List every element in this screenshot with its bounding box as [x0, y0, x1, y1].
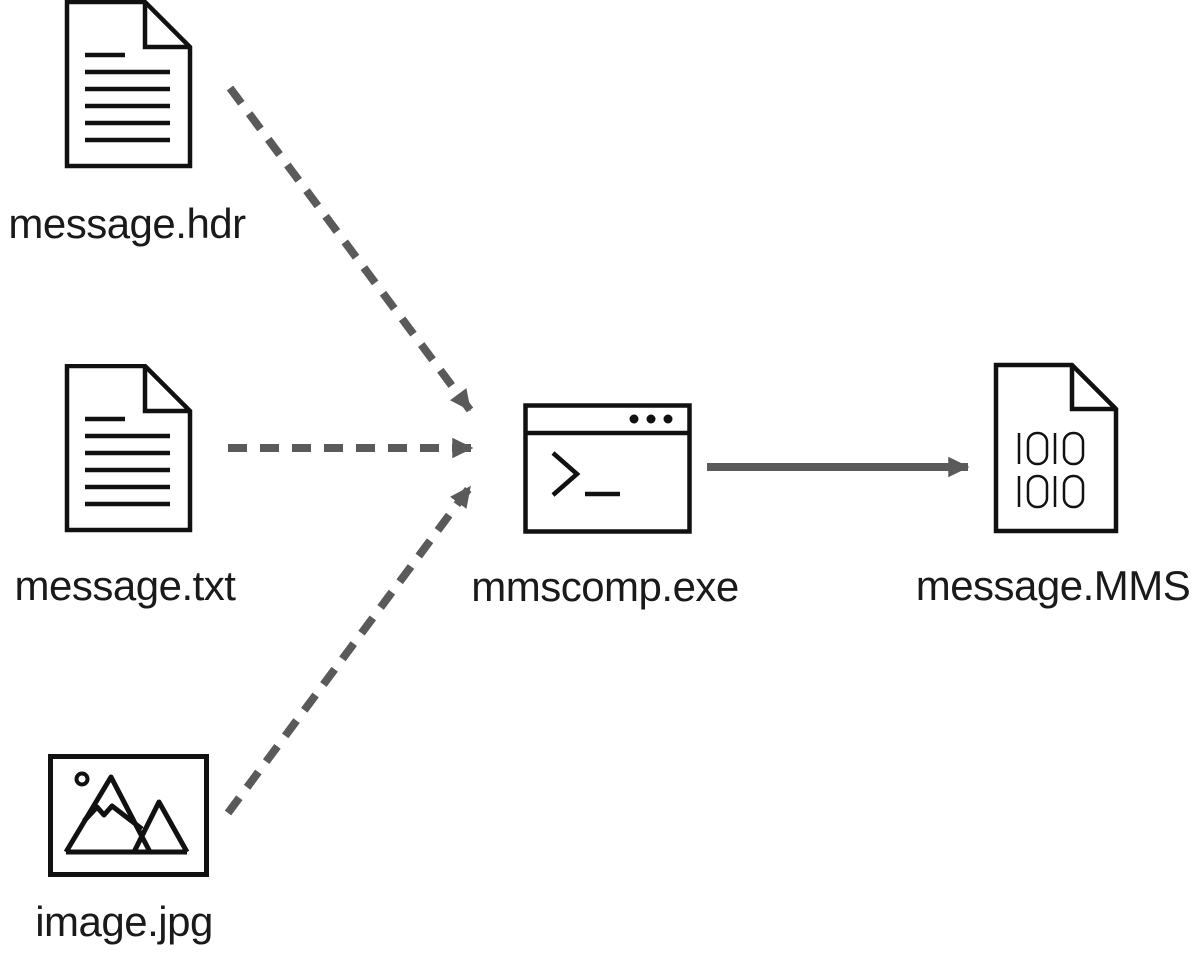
label-mmscomp-exe: mmscomp.exe [471, 563, 739, 610]
document-icon [64, 0, 193, 169]
image-icon [48, 754, 209, 877]
document-icon [64, 364, 193, 533]
label-image-jpg: image.jpg [35, 898, 213, 945]
binary-file-icon [993, 362, 1119, 534]
edge-hdr-to-comp-dashed-arrow [226, 85, 474, 413]
edge-jpg-to-comp-dashed-arrow [224, 484, 474, 816]
label-message-txt: message.txt [14, 562, 236, 609]
label-message-hdr: message.hdr [8, 200, 246, 247]
terminal-icon [523, 403, 692, 534]
label-message-mms: message.MMS [915, 562, 1191, 609]
